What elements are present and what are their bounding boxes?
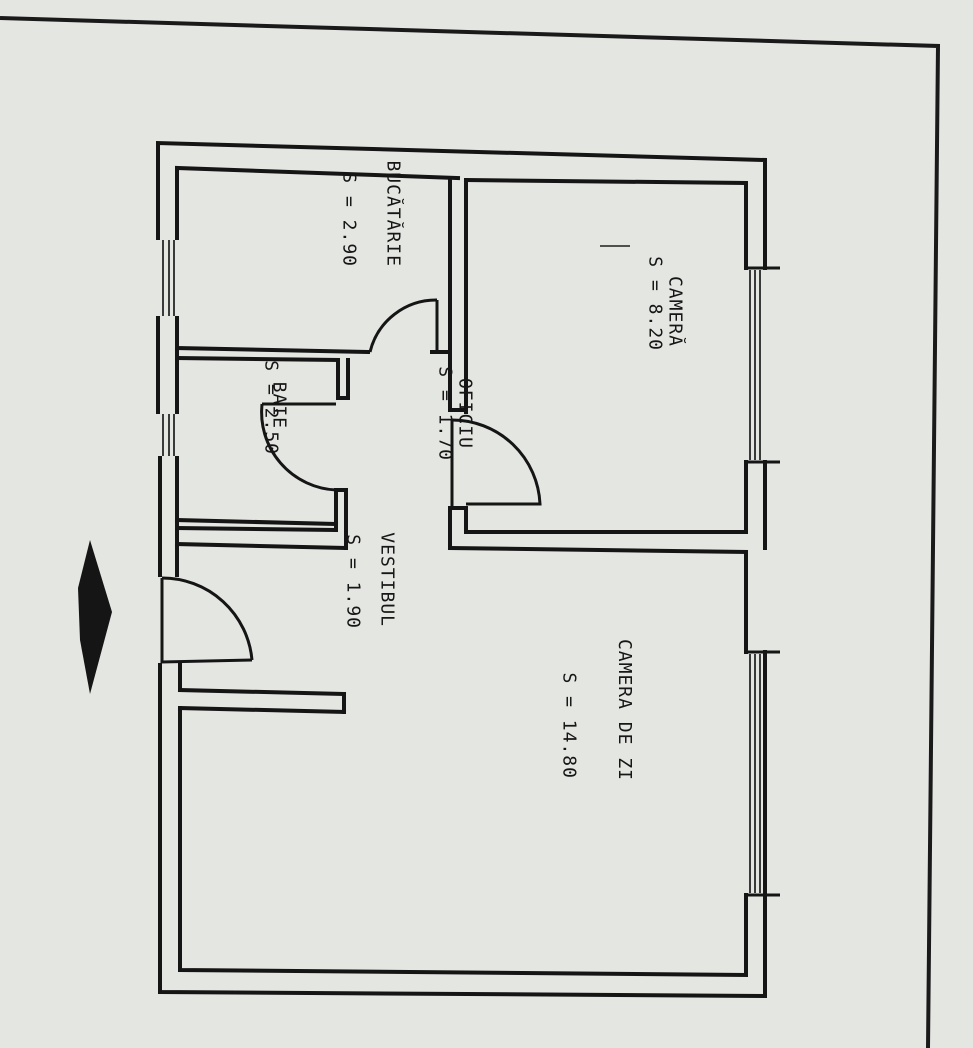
outer-walls [156,140,767,999]
sheet-border [0,16,941,1048]
windows [162,240,780,897]
room-name-bucatarie: BUCĂTĂRIE [382,160,404,267]
room-area-bucatarie: S = 2.90 [338,172,360,267]
room-area-camera: S = 8.20 [644,256,666,351]
room-area-camera-de-zi: S = 14.80 [558,672,580,779]
room-name-vestibul: VESTIBUL [376,532,398,627]
door-swings [160,298,542,664]
room-name-camera: CAMERĂ [664,275,686,347]
entry-arrow-icon [78,540,112,694]
room-area-oficiu: S = 1.70 [434,366,456,461]
room-name-oficiu: OFICIU [454,377,476,449]
room-area-vestibul: S = 1.90 [342,534,364,629]
room-name-camera-de-zi: CAMERA DE ZI [614,638,636,781]
interior-walls [174,176,749,715]
room-area-baie: S = 2.50 [260,360,282,455]
